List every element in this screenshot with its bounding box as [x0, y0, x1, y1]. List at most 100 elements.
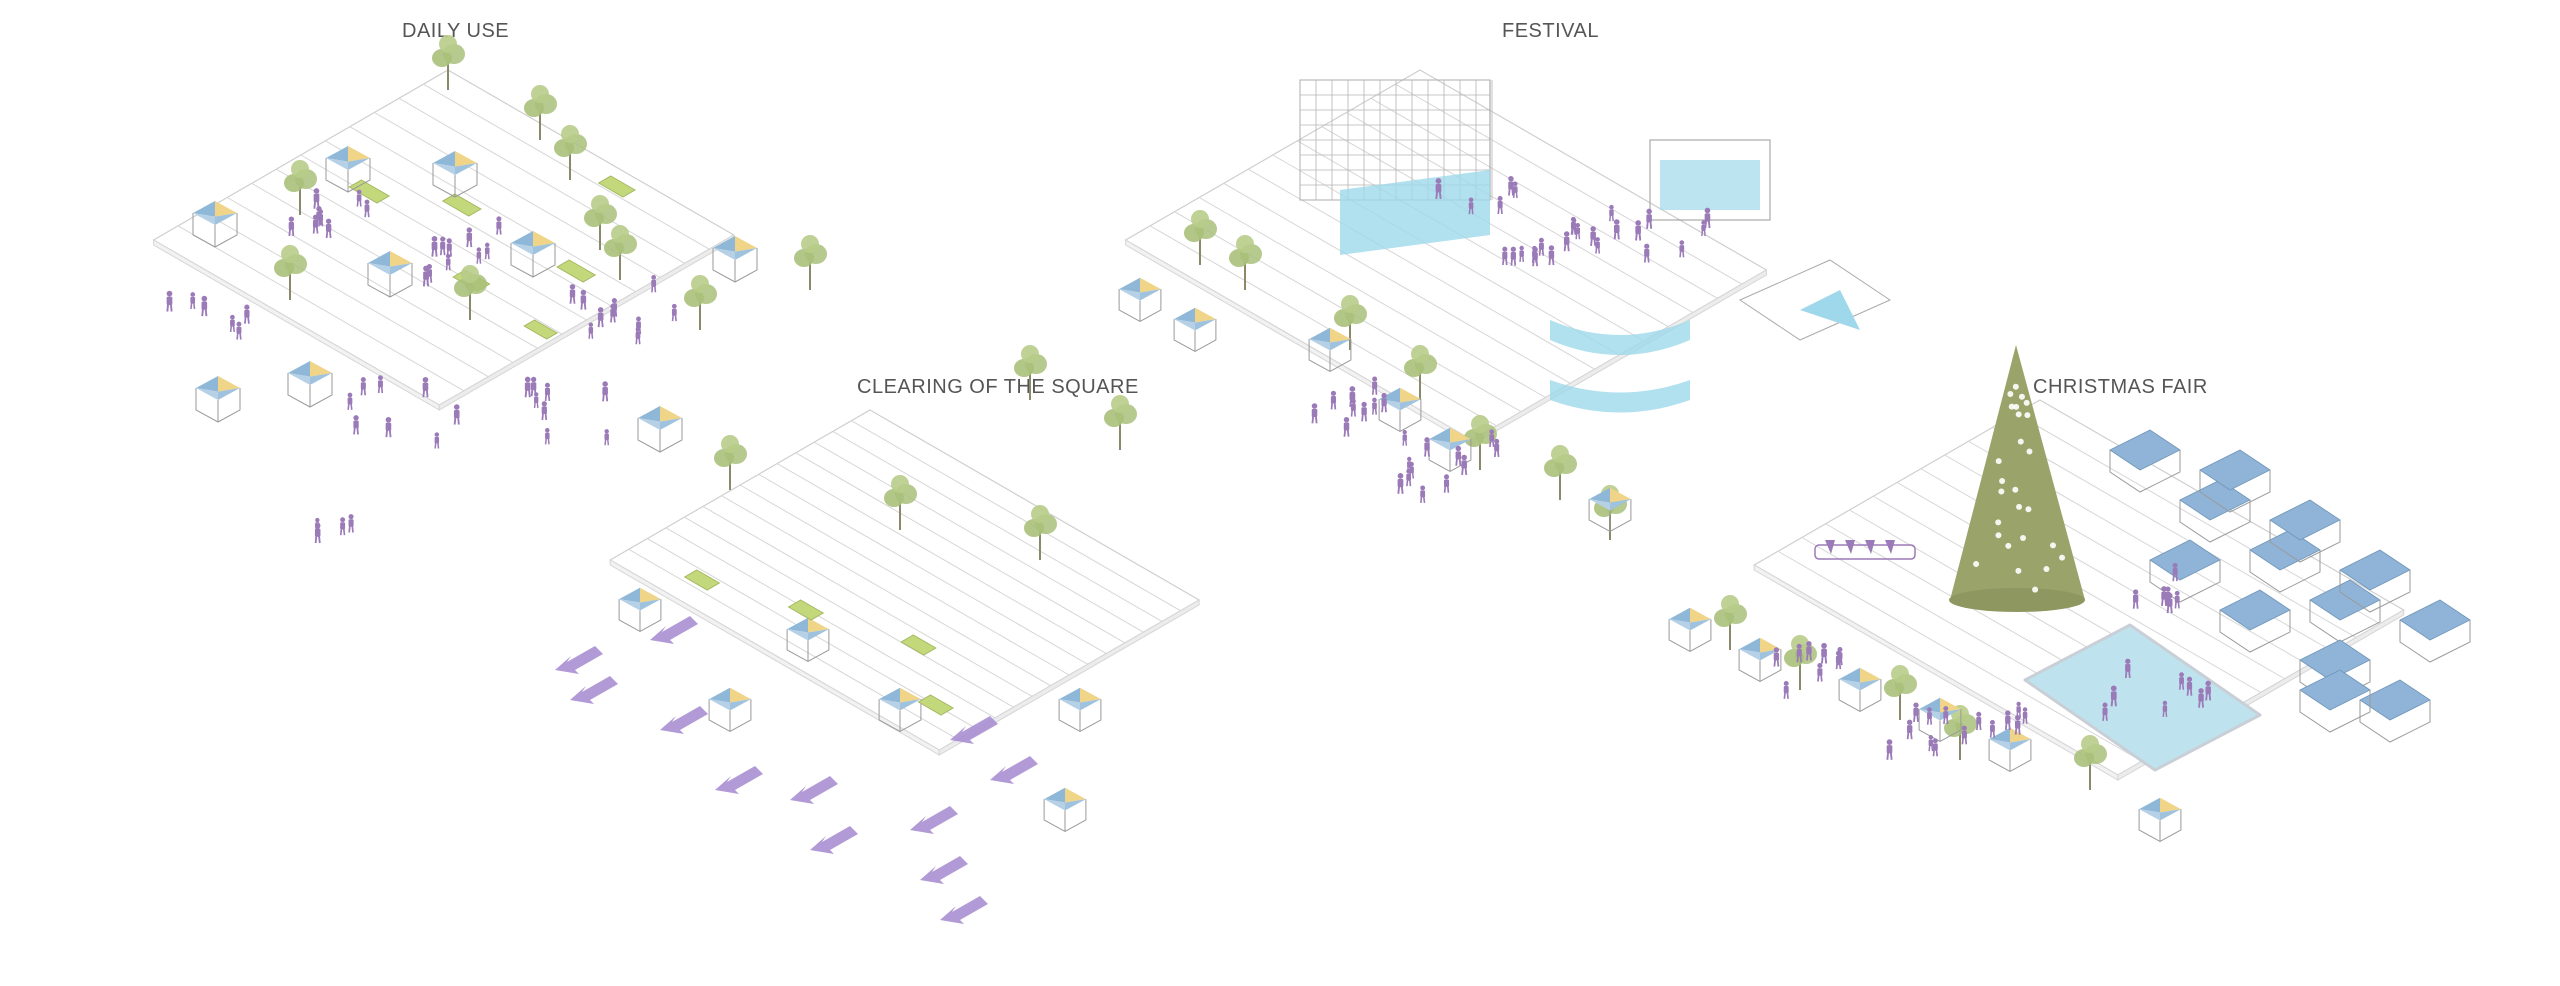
- person-leg: [547, 438, 550, 445]
- person-body: [353, 420, 359, 429]
- arrow-icon: [810, 826, 858, 854]
- person-body: [1397, 478, 1404, 488]
- person-body: [2022, 711, 2028, 719]
- person-leg: [476, 257, 479, 264]
- tree-canopy: [721, 435, 739, 453]
- tree-icon: [884, 475, 917, 530]
- person-head: [2165, 586, 2171, 592]
- person-icon: [1926, 707, 1933, 725]
- person-icon: [1489, 429, 1495, 447]
- stage-icon: [1299, 79, 1493, 255]
- person-leg: [1571, 228, 1574, 235]
- paving-stripe: [1297, 140, 1644, 342]
- person-icon: [1343, 416, 1350, 437]
- person-body: [1679, 245, 1685, 252]
- pavilion-roof: [1690, 619, 1711, 631]
- pavilion-roof: [2139, 797, 2160, 813]
- person-leg: [1330, 402, 1333, 410]
- person-leg: [1353, 410, 1357, 417]
- person-head: [1407, 456, 1412, 462]
- banner: [1550, 320, 1690, 355]
- pavilion-roof: [1669, 607, 1690, 623]
- person-head: [1513, 181, 1518, 187]
- stall-frame: [2219, 610, 2291, 653]
- person-leg: [479, 257, 482, 264]
- person-leg: [1515, 192, 1518, 199]
- person-leg: [613, 315, 616, 323]
- person-body: [1635, 225, 1641, 235]
- person-head: [1435, 178, 1442, 184]
- person-body: [1406, 473, 1412, 481]
- ice-rink-icon: [2023, 623, 2262, 772]
- tree-canopy: [1411, 345, 1429, 363]
- person-icon: [569, 284, 576, 304]
- person-body: [315, 522, 320, 529]
- paving-stripe: [776, 463, 1107, 655]
- person-body: [2166, 598, 2173, 607]
- tree-icon: [604, 225, 637, 280]
- person-icon: [1508, 175, 1514, 196]
- paving-stripe: [758, 473, 1088, 665]
- person-leg: [1840, 658, 1843, 666]
- tree-icon: [554, 125, 587, 180]
- arrow-shape: [950, 716, 998, 744]
- pavilion-roof: [787, 629, 808, 641]
- person-leg: [602, 394, 605, 402]
- tree-icon: [432, 35, 465, 90]
- person-leg: [1361, 414, 1364, 422]
- pavilion-roof: [326, 146, 348, 162]
- person-icon: [434, 432, 440, 449]
- pavilion-roof: [640, 599, 661, 611]
- stall-frame: [2179, 500, 2251, 543]
- person-body: [1548, 250, 1555, 259]
- pavilion-icon: [637, 406, 683, 453]
- person-leg: [2208, 693, 2212, 701]
- person-body: [476, 251, 482, 259]
- person-body: [1443, 479, 1450, 487]
- person-icon: [544, 427, 550, 445]
- person-leg: [1906, 732, 1910, 740]
- person-icon: [1590, 226, 1597, 247]
- person-icon: [1381, 392, 1387, 413]
- person-leg: [2170, 606, 2173, 614]
- person-body: [1783, 686, 1789, 694]
- pavilion-roof: [1860, 667, 1881, 683]
- person-leg: [1929, 718, 1933, 725]
- person-leg: [1707, 220, 1711, 229]
- christmas-tree-cone: [1950, 345, 2085, 600]
- person-leg: [2124, 671, 2128, 678]
- person-leg: [1519, 256, 1522, 263]
- person-head: [1783, 680, 1789, 686]
- pavilion-roof: [1839, 679, 1860, 691]
- person-icon: [1886, 739, 1893, 760]
- person-head: [1835, 650, 1841, 656]
- market-stall-icon: [2269, 499, 2341, 563]
- person-leg: [1500, 207, 1503, 215]
- person-head: [315, 517, 320, 523]
- person-icon: [1976, 711, 1982, 731]
- person-icon: [1493, 438, 1500, 458]
- ornament: [1973, 560, 1980, 567]
- tree-icon: [454, 265, 487, 320]
- pavilion-roof: [218, 376, 240, 392]
- person-leg: [544, 413, 548, 421]
- pavilion-roof: [730, 687, 751, 703]
- person-body: [422, 382, 429, 391]
- stall-frame: [2249, 550, 2321, 593]
- ornament: [2032, 586, 2039, 593]
- person-icon: [1817, 663, 1823, 682]
- person-body: [1817, 668, 1823, 676]
- person-body: [1906, 725, 1913, 734]
- person-leg: [1932, 749, 1935, 757]
- pavilion-roof: [2010, 739, 2031, 751]
- tree-canopy: [281, 245, 299, 263]
- ornament: [2015, 411, 2022, 418]
- person-icon: [1424, 437, 1430, 457]
- person-leg: [1817, 675, 1820, 682]
- person-leg: [318, 536, 321, 544]
- person-icon: [1538, 237, 1545, 256]
- person-leg: [426, 279, 430, 287]
- person-icon: [201, 295, 208, 317]
- person-leg: [1438, 191, 1442, 200]
- person-icon: [166, 290, 173, 312]
